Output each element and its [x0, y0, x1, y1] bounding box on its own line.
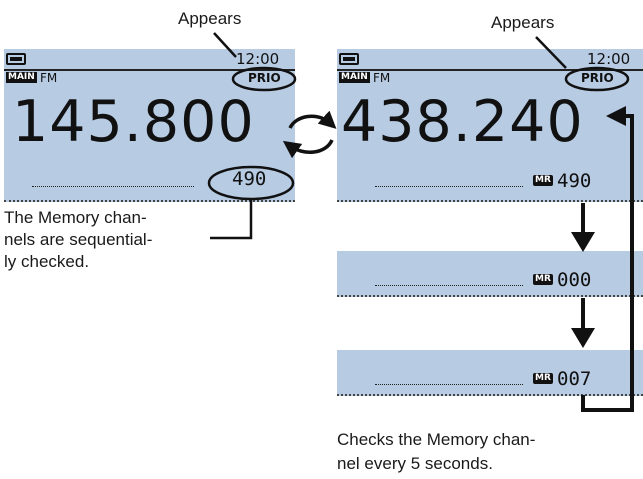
mr-badge: MR	[533, 274, 553, 285]
channel-number: 000	[557, 269, 592, 291]
appears-pointer-left	[213, 32, 237, 58]
lcd-strip-000: MR 000	[337, 251, 643, 297]
prio-indicator: PRIO	[581, 71, 614, 85]
interval-note: Checks the Memory chan- nel every 5 seco…	[337, 428, 535, 476]
appears-label-right: Appears	[491, 13, 555, 32]
clock-time: 12:00	[236, 50, 280, 68]
prio-highlight-oval	[231, 66, 297, 92]
mode-label: FM	[40, 71, 58, 85]
channel-number: 490	[232, 168, 267, 190]
lcd-strip-007: MR 007	[337, 350, 643, 396]
mode-label: FM	[373, 71, 391, 85]
lcd-screen-right: 12:00 MAIN FM PRIO 438.240 MR 490	[337, 49, 643, 202]
frequency-display: 145.800	[12, 89, 255, 155]
swap-arrow-icon	[282, 139, 334, 159]
battery-icon	[339, 53, 359, 65]
clock-time: 12:00	[587, 50, 631, 68]
signal-meter	[375, 186, 523, 187]
note-line: Checks the Memory chan-	[337, 430, 536, 449]
callout-connector	[210, 199, 253, 240]
down-arrow-head	[571, 232, 595, 252]
channel-number: 007	[557, 368, 592, 390]
main-badge: MAIN	[339, 72, 370, 83]
status-divider	[337, 69, 643, 71]
loop-connector	[581, 114, 634, 412]
prio-highlight-oval	[564, 66, 630, 92]
appears-pointer-right	[535, 36, 567, 69]
channel-highlight-oval	[207, 165, 295, 201]
signal-meter	[375, 384, 523, 385]
status-divider	[4, 69, 295, 71]
down-arrow-head	[571, 328, 595, 348]
lcd-screen-left: 12:00 MAIN FM PRIO 145.800 490	[4, 49, 295, 202]
battery-icon	[6, 53, 26, 65]
mr-badge: MR	[533, 373, 553, 384]
frequency-display: 438.240	[341, 89, 584, 155]
signal-meter	[375, 285, 523, 286]
note-line: nels are sequential-	[4, 230, 153, 249]
main-badge: MAIN	[6, 72, 37, 83]
swap-arrow-icon	[288, 110, 337, 129]
channel-number: 490	[557, 170, 592, 192]
note-line: ly checked.	[4, 252, 90, 271]
memory-check-note: The Memory chan- nels are sequential- ly…	[4, 207, 152, 273]
signal-meter	[32, 186, 194, 187]
mr-badge: MR	[533, 175, 553, 186]
note-line: The Memory chan-	[4, 208, 147, 227]
loop-arrow-head	[606, 106, 626, 126]
appears-label-left: Appears	[178, 9, 242, 28]
prio-indicator: PRIO	[248, 71, 281, 85]
note-line: nel every 5 seconds.	[337, 454, 493, 473]
